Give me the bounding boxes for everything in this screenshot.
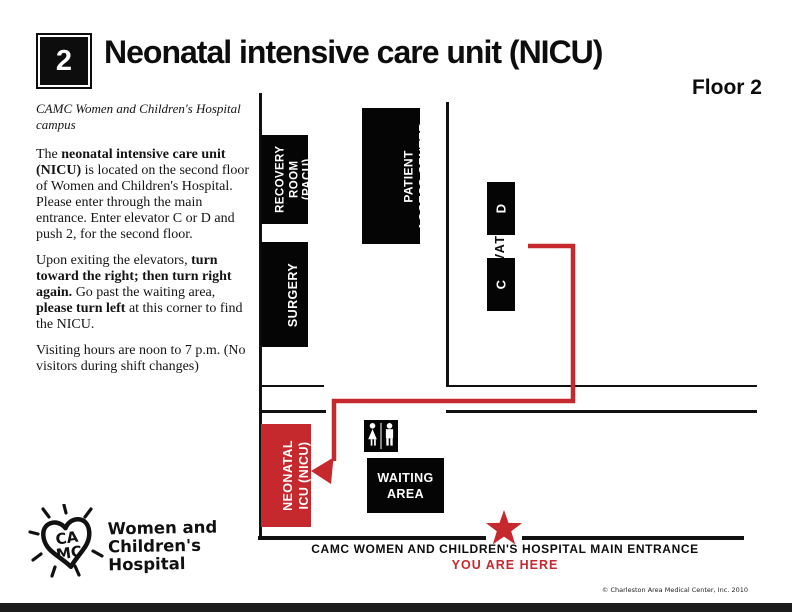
text-segment: is located on the second floor of Women … (36, 163, 250, 242)
elevators-label: ELEVATORS (456, 179, 507, 315)
wall-entrance-left (258, 536, 486, 540)
floor-number: 2 (40, 37, 88, 85)
monogram-bottom: MC (55, 542, 83, 563)
you-are-here-star-icon (485, 510, 523, 545)
text-segment: at this corner to find the NICU. (36, 301, 243, 332)
wall-left (259, 93, 262, 538)
page-title: Neonatal intensive care unit (NICU) (104, 34, 603, 70)
room-surgery-label: SURGERY (286, 262, 301, 327)
logo-rays (28, 504, 104, 578)
restrooms-icons (368, 423, 394, 449)
room-recovery-pacu: RECOVERY ROOM (PACU) (261, 135, 313, 224)
elevator-c: C (487, 258, 515, 311)
elevator-d: D (487, 182, 515, 235)
bottom-edge-strip (0, 603, 792, 612)
wall-corridor-bottom-right (446, 410, 757, 413)
text-segment-bold: turn toward the right; then turn right a… (36, 253, 232, 300)
intro-section: CAMC Women and Children's Hospital campu… (36, 101, 253, 385)
heart-shape (41, 517, 92, 570)
entrance-block: CAMC WOMEN AND CHILDREN'S HOSPITAL MAIN … (260, 542, 750, 572)
you-are-here-label: YOU ARE HERE (451, 558, 559, 572)
wall-middle (446, 102, 449, 387)
room-waiting-label: WAITING AREA (377, 470, 434, 501)
elevator-c-label: C (493, 279, 509, 290)
floor-number-badge: 2 (36, 33, 92, 89)
male-icon (385, 423, 394, 446)
room-nicu-label: NEONATAL ICU (NICU) (280, 440, 311, 511)
room-neonatal-icu: NEONATAL ICU (NICU) (261, 424, 311, 527)
text-segment-bold: please turn left (36, 301, 126, 316)
floor-label: Floor 2 (691, 76, 762, 99)
female-icon (368, 423, 377, 446)
intro-paragraph-1: The neonatal intensive care unit (NICU) … (36, 147, 253, 243)
wall-corridor-top-left (259, 385, 324, 387)
text-segment: Go past the waiting area, (72, 285, 216, 300)
wall-entrance-right (522, 536, 744, 540)
restrooms-sign (364, 420, 398, 452)
text-segment: The (36, 147, 62, 162)
room-surgery: SURGERY (261, 242, 308, 347)
text-segment-bold: neonatal intensive care unit (NICU) (36, 147, 226, 178)
monogram-top: CA (54, 528, 79, 549)
route-arrowhead-icon (311, 457, 334, 484)
wall-corridor-top-right (446, 385, 757, 387)
elevator-d-label: D (493, 203, 509, 214)
hospital-logo: CA MC (28, 504, 104, 578)
intro-paragraph-3: Visiting hours are noon to 7 p.m. (No vi… (36, 343, 246, 374)
room-pac-label: PATIENT ACCESS CENTER (401, 122, 430, 230)
copyright-notice: © Charleston Area Medical Center, Inc. 2… (601, 586, 748, 594)
divider-line (380, 423, 382, 449)
wall-corridor-bottom-left (259, 410, 326, 413)
room-patient-access-center: PATIENT ACCESS CENTER (362, 108, 430, 244)
heart-monogram: CA MC (41, 517, 92, 570)
hospital-name: Women and Children's Hospital (107, 517, 218, 575)
room-recovery-label: RECOVERY ROOM (PACU) (274, 145, 314, 214)
intro-paragraph-2: Upon exiting the elevators, turn toward … (36, 253, 253, 333)
room-waiting-area: WAITING AREA (367, 458, 444, 513)
campus-note: CAMC Women and Children's Hospital campu… (36, 101, 241, 132)
main-entrance-label: CAMC WOMEN AND CHILDREN'S HOSPITAL MAIN … (311, 542, 699, 556)
text-segment: Upon exiting the elevators, (36, 253, 192, 268)
